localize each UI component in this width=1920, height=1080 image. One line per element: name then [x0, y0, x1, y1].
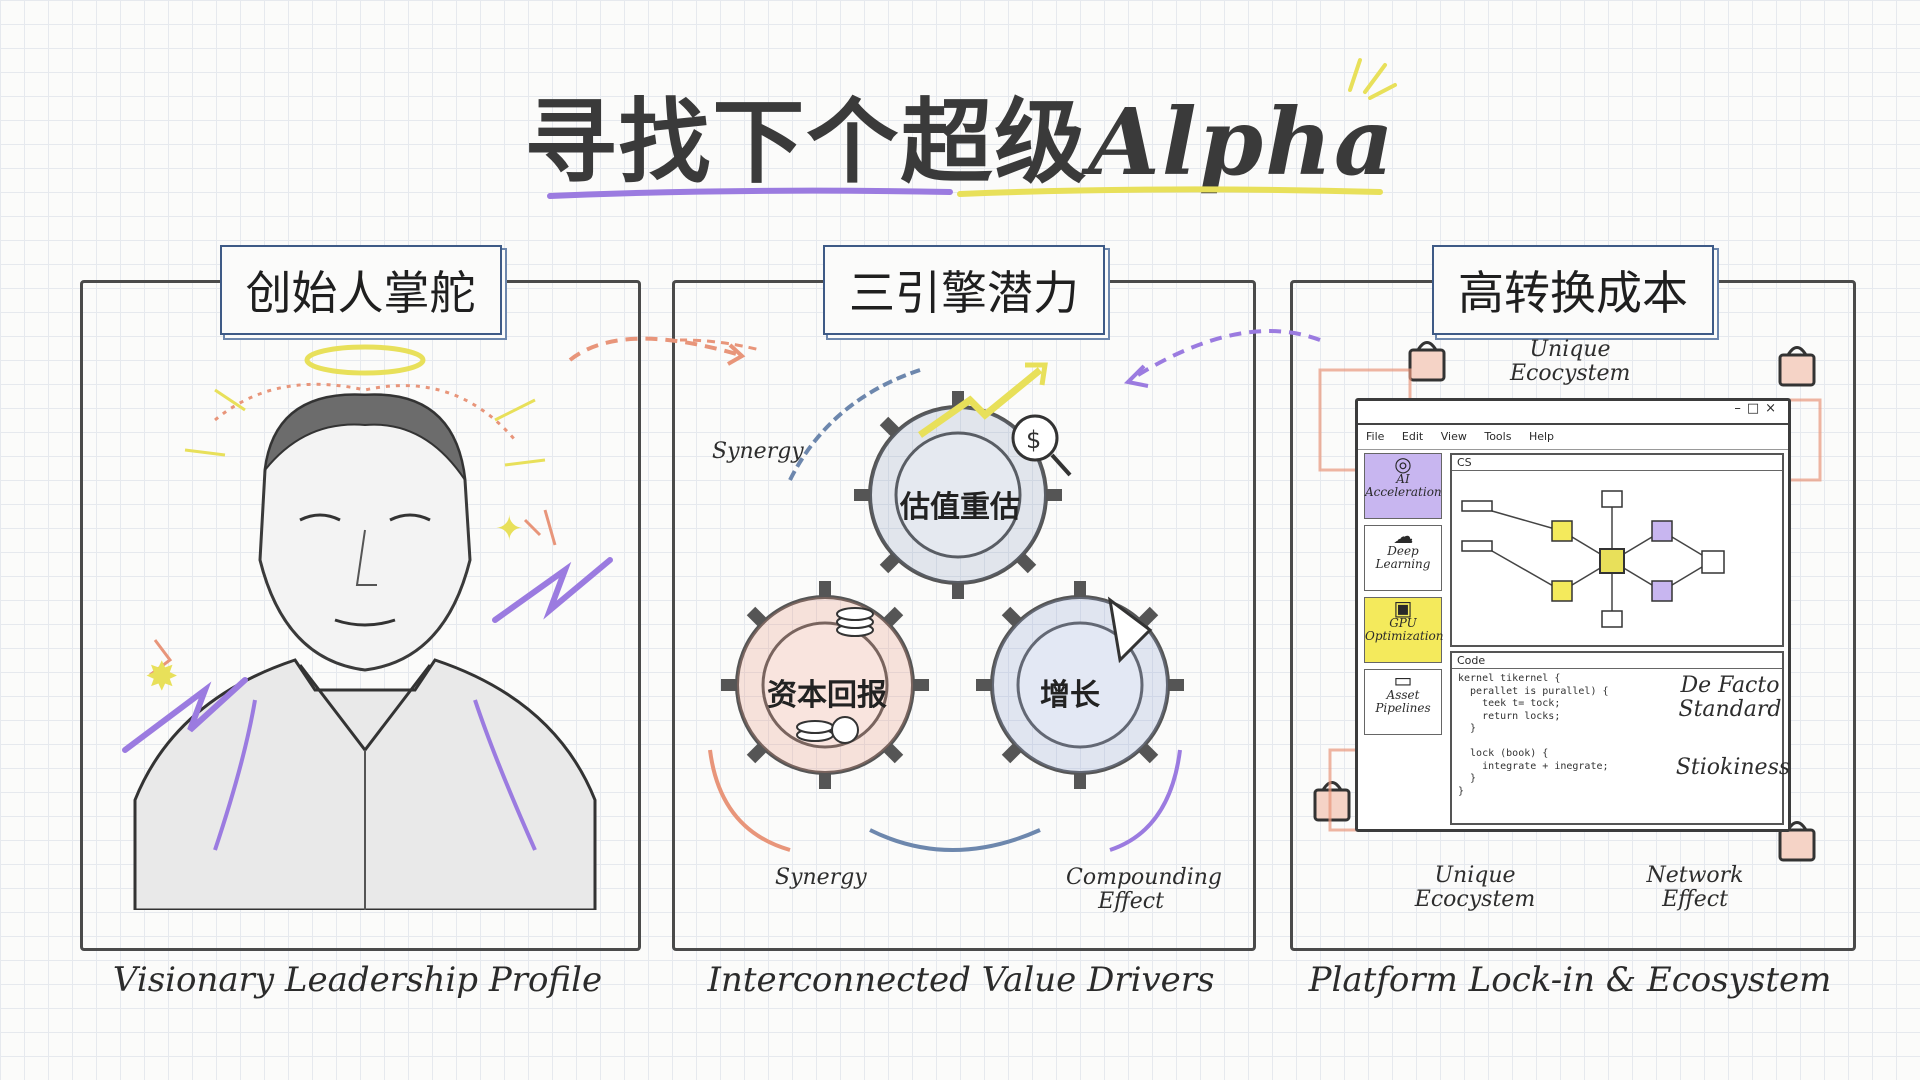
title-latin: Alpha: [1088, 88, 1396, 196]
coins-icon: [796, 607, 874, 744]
window-titlebar: –□×: [1358, 401, 1788, 425]
menu-tools[interactable]: Tools: [1484, 430, 1512, 443]
gear-capital-return: [721, 581, 929, 789]
menu-help[interactable]: Help: [1528, 430, 1555, 443]
menu-edit[interactable]: Edit: [1401, 430, 1424, 443]
panel-title-founder: 创始人掌舵: [219, 245, 502, 335]
gear-revaluation: [854, 391, 1062, 599]
padlock-icon: [1778, 828, 1816, 862]
gear-label-capital-return: 资本回报: [767, 678, 887, 713]
caption-founder: Visionary Leadership Profile: [112, 960, 603, 1000]
annotation-network-effect: Network Effect: [1646, 863, 1744, 912]
sidebar-label: AI Acceleration: [1365, 472, 1442, 499]
sidebar-label: Deep Learning: [1375, 544, 1431, 571]
sidebar-label: Asset Pipelines: [1375, 688, 1431, 715]
menu-file[interactable]: File: [1366, 430, 1385, 443]
founder-panel: 创始人掌舵: [80, 245, 641, 951]
annotation-compounding: Compounding Effect: [1066, 865, 1222, 914]
sidebar-item-deep-learning[interactable]: ☁Deep Learning: [1364, 525, 1442, 591]
sidebar-item-assets[interactable]: ▭Asset Pipelines: [1364, 669, 1442, 735]
annotation-unique-ecosystem-top: Unique Ecocystem: [1510, 337, 1631, 386]
gear-label-revaluation: 估值重估: [900, 490, 1020, 525]
annotation-synergy-top: Synergy: [712, 439, 804, 464]
panel-connectors: [568, 329, 1321, 388]
caption-engines: Interconnected Value Drivers: [707, 960, 1215, 1000]
padlock-icon: [1778, 353, 1816, 387]
window-controls[interactable]: –□×: [1734, 401, 1782, 416]
padlock-icon: [1313, 788, 1351, 822]
panel-title-engines: 三引擎潜力: [823, 245, 1105, 335]
sidebar-item-gpu[interactable]: ▣GPU Optimization: [1364, 596, 1444, 663]
code-pane-header: Code: [1452, 653, 1782, 669]
annotation-synergy-bottom: Synergy: [775, 865, 867, 890]
engines-panel: 三引擎潜力: [672, 245, 1256, 951]
title-chinese: 寻找下个超级: [524, 89, 1089, 196]
folder-icon: ▭: [1393, 668, 1413, 692]
gear-diagram: $: [680, 338, 1240, 852]
sparkle-mark: [1348, 58, 1397, 100]
annotation-de-facto: De Facto Standard: [1678, 673, 1782, 722]
window-sidebar: ◎AI Acceleration ☁Deep Learning ▣GPU Opt…: [1364, 453, 1444, 741]
annotation-unique-ecosystem-bottom: Unique Ecocystem: [1414, 863, 1536, 912]
node-graph: [1461, 490, 1725, 628]
svg-text:✦: ✦: [495, 509, 524, 549]
svg-text:$: $: [1026, 426, 1041, 454]
sidebar-label: GPU Optimization: [1365, 616, 1444, 643]
brain-icon: ◎: [1394, 452, 1412, 476]
brain-icon: ☁: [1393, 524, 1413, 548]
code-editor[interactable]: kernel tikernel { perallet is purallel) …: [1458, 673, 1609, 797]
page-title: 寻找下个超级Alpha: [0, 68, 1920, 201]
code-pane: Code kernel tikernel { perallet is pural…: [1450, 651, 1784, 825]
node-graph-pane: CS: [1450, 453, 1784, 647]
caption-cost: Platform Lock-in & Ecosystem: [1308, 960, 1832, 1000]
padlock-icon: [1408, 348, 1446, 382]
founder-portrait: ✦ ✸: [122, 344, 613, 910]
software-window: –□× File Edit View Tools Help ◎AI Accele…: [1355, 398, 1791, 832]
annotation-stickiness: Stiokiness: [1675, 755, 1791, 780]
graph-tab[interactable]: CS: [1452, 455, 1782, 471]
svg-text:✸: ✸: [145, 654, 179, 700]
gear-label-growth: 增长: [1040, 678, 1100, 713]
panel-title-cost: 高转换成本: [1432, 245, 1714, 335]
gpu-icon: ▣: [1393, 596, 1413, 620]
window-menubar: File Edit View Tools Help: [1358, 425, 1788, 450]
switching-cost-panel: 高转换成本: [1290, 245, 1856, 951]
rocket-icon: [1107, 596, 1153, 664]
title-underline: [547, 186, 1383, 199]
sidebar-item-ai[interactable]: ◎AI Acceleration: [1364, 453, 1442, 519]
menu-view[interactable]: View: [1440, 430, 1467, 443]
